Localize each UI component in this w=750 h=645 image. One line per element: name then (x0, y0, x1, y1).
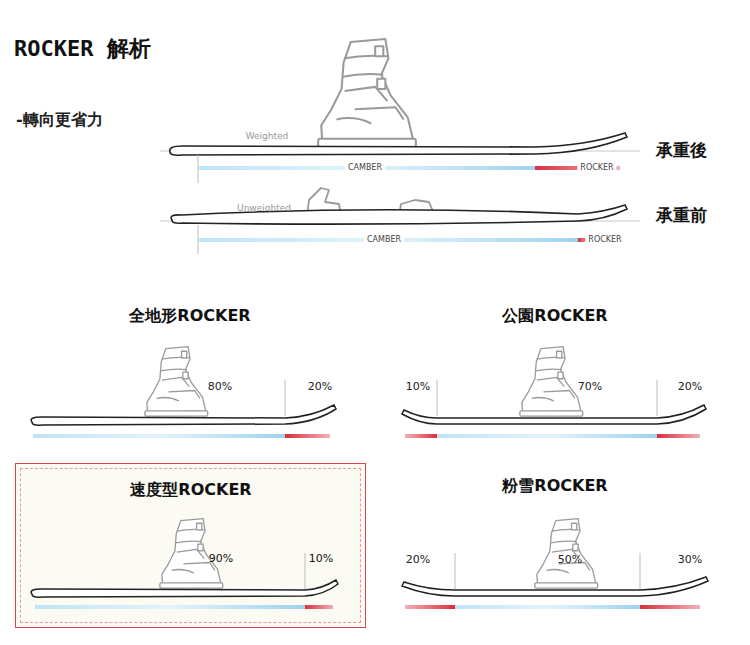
percent-label: 70% (578, 381, 602, 394)
page-title: ROCKER 解析 (14, 36, 151, 61)
percent-label: 10% (309, 553, 333, 566)
percent-label: 90% (209, 553, 233, 566)
percent-label: 20% (406, 554, 430, 567)
node-title: 速度型ROCKER (130, 481, 251, 499)
percent-label: 20% (308, 381, 332, 394)
state-caption: 承重前 (656, 206, 707, 226)
bar-label: CAMBER (364, 235, 404, 244)
panel-title: 全地形ROCKER (129, 307, 250, 325)
panel-title: 公園ROCKER (502, 307, 607, 325)
state-label: Unweighted (237, 203, 291, 213)
bar-label: CAMBER (345, 163, 385, 172)
percent-label: 80% (208, 381, 232, 394)
percent-label: 50% (558, 554, 582, 567)
subtitle: -轉向更省力 (16, 111, 103, 129)
percent-label: 10% (406, 381, 430, 394)
state-label: Weighted (246, 131, 289, 141)
state-caption: 承重後 (656, 141, 707, 161)
panel-title: 粉雪ROCKER (502, 477, 607, 495)
highlight-box: 速度型ROCKER 90% 10% (15, 463, 366, 628)
percent-label: 30% (678, 554, 702, 567)
bar-label: ROCKER (585, 235, 624, 244)
percent-label: 20% (678, 381, 702, 394)
bar-label: ROCKER (577, 163, 616, 172)
